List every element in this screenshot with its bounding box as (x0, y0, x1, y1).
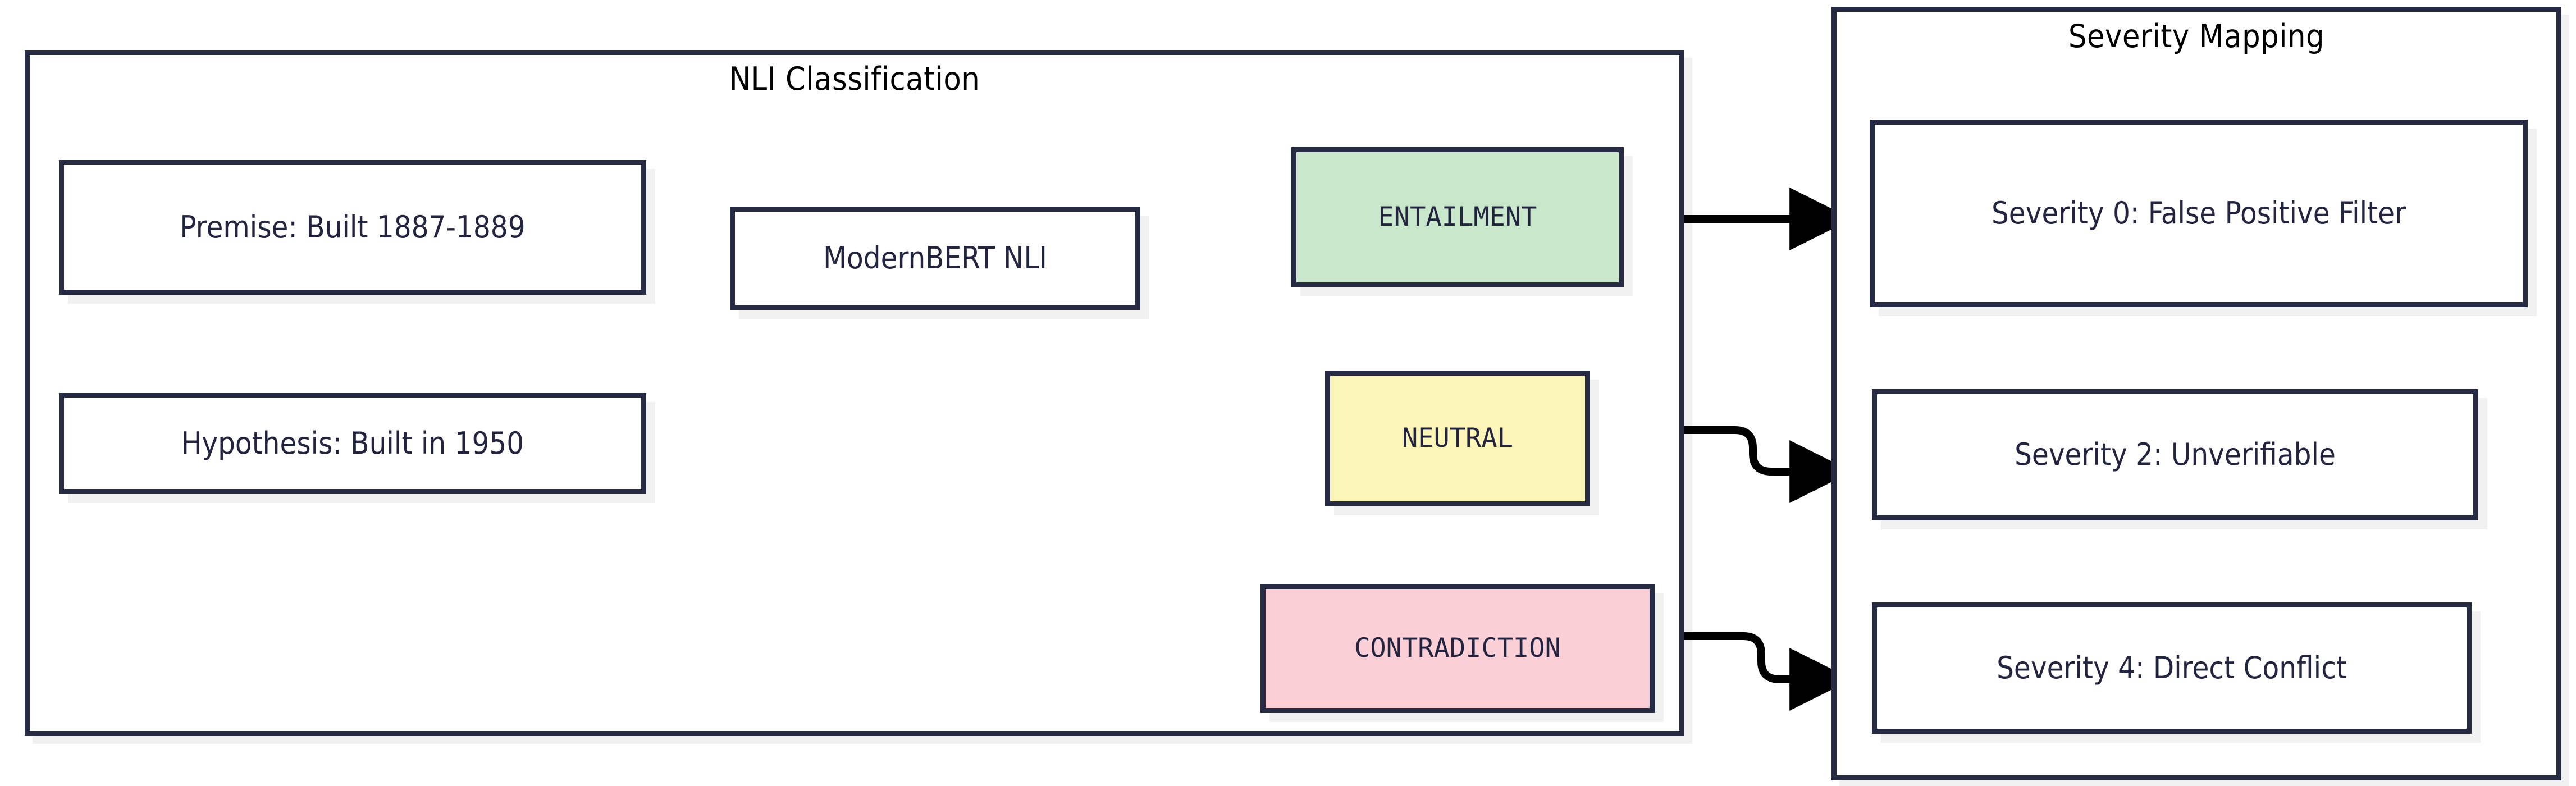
node-neutral-label: NEUTRAL (1401, 422, 1514, 454)
node-severity-0[interactable]: Severity 0: False Positive Filter (1870, 120, 2528, 307)
cluster-nli-classification-title: NLI Classification (729, 61, 980, 98)
node-severity-4[interactable]: Severity 4: Direct Conflict (1872, 602, 2472, 734)
node-contradiction[interactable]: CONTRADICTION (1260, 584, 1655, 713)
node-modernbert-nli-label: ModernBERT NLI (823, 240, 1047, 276)
cluster-severity-mapping-title: Severity Mapping (2068, 18, 2325, 55)
node-severity-2[interactable]: Severity 2: Unverifiable (1872, 389, 2478, 520)
node-severity-2-label: Severity 2: Unverifiable (2015, 436, 2336, 472)
node-modernbert-nli[interactable]: ModernBERT NLI (730, 207, 1140, 310)
node-entailment-label: ENTAILMENT (1378, 201, 1537, 232)
node-premise-label: Premise: Built 1887-1889 (180, 209, 526, 245)
node-hypothesis[interactable]: Hypothesis: Built in 1950 (59, 393, 646, 494)
node-neutral[interactable]: NEUTRAL (1325, 371, 1590, 506)
node-entailment[interactable]: ENTAILMENT (1291, 147, 1624, 287)
node-severity-0-label: Severity 0: False Positive Filter (1991, 195, 2406, 231)
node-severity-4-label: Severity 4: Direct Conflict (1997, 650, 2347, 686)
node-contradiction-label: CONTRADICTION (1354, 632, 1561, 664)
node-premise[interactable]: Premise: Built 1887-1889 (59, 160, 646, 295)
node-hypothesis-label: Hypothesis: Built in 1950 (181, 425, 524, 461)
